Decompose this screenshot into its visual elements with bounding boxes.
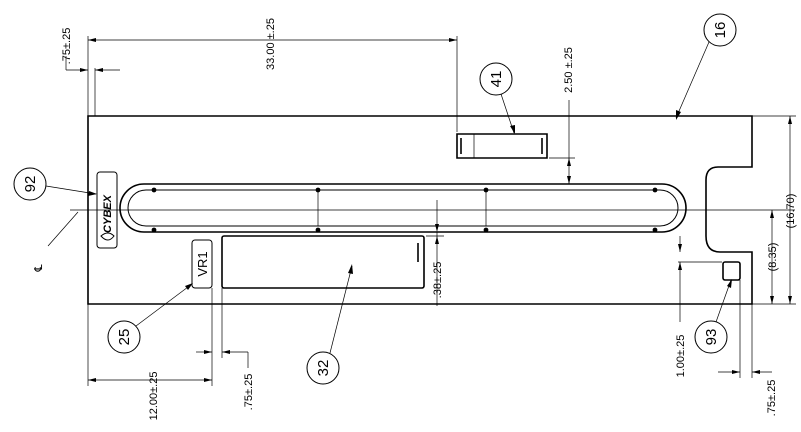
logo-text: CYBEX	[102, 194, 114, 233]
label-32	[222, 236, 424, 288]
arrowhead	[185, 283, 193, 290]
callout-leader-25	[136, 284, 192, 326]
callout-16: 16	[712, 22, 729, 39]
fastener-hole	[315, 187, 321, 193]
dim-right-edge: .75±.25	[766, 380, 778, 417]
dim-bottom-label-edge: .75±.25	[243, 374, 255, 411]
callout-25: 25	[116, 329, 133, 346]
callout-balloon-92	[14, 168, 46, 200]
arrowhead	[676, 110, 681, 120]
centerline-leader	[48, 212, 78, 246]
arrowhead	[510, 125, 515, 134]
vr1-text: VR1	[195, 251, 210, 276]
arrowhead	[435, 236, 439, 244]
arrowhead	[678, 244, 682, 252]
arrowhead	[204, 350, 212, 354]
callout-leader-32	[330, 266, 352, 353]
arrowhead	[678, 262, 682, 270]
dim-slot-offset: 2.50 ±.25	[563, 47, 575, 93]
fastener-hole	[483, 227, 489, 233]
arrowhead	[727, 279, 732, 288]
arrowhead	[788, 296, 792, 304]
dim-top-overall: 33.00 ±.25	[265, 18, 277, 70]
arrowhead	[80, 68, 88, 72]
dim-overall-height: (16.70)	[785, 194, 797, 229]
arrowhead	[348, 264, 353, 274]
fastener-hole	[652, 227, 658, 233]
callout-balloon-41	[480, 63, 512, 95]
arrowhead	[88, 191, 97, 196]
centerline-symbol: ℄	[33, 264, 45, 272]
arrowhead	[567, 176, 571, 184]
arrowhead	[88, 38, 96, 42]
callout-balloon-16	[704, 14, 736, 46]
fastener-hole	[652, 187, 658, 193]
dim-bottom-left: 12.00±.25	[148, 372, 160, 421]
callout-balloon-32	[307, 352, 339, 384]
arrowhead	[204, 378, 212, 382]
fastener-hole	[151, 227, 157, 233]
callout-92: 92	[22, 176, 39, 193]
arrowhead	[449, 38, 457, 42]
arrowhead	[788, 116, 792, 124]
callout-leader-93	[716, 280, 731, 322]
callout-32: 32	[315, 360, 332, 377]
vr1-plate	[192, 240, 212, 288]
arrowhead	[770, 296, 774, 304]
arrowhead	[95, 68, 103, 72]
logo-swoosh	[101, 233, 114, 240]
callout-leader-16	[676, 42, 709, 118]
callout-41: 41	[488, 71, 505, 88]
slot-outer	[120, 184, 686, 232]
fastener-hole	[483, 187, 489, 193]
fastener-hole	[151, 187, 157, 193]
label-41	[457, 134, 547, 158]
arrowhead	[770, 210, 774, 218]
fastener-hole	[315, 227, 321, 233]
callout-leader-92	[46, 186, 96, 194]
dim-half-height: (8.35)	[767, 243, 779, 272]
callout-balloon-93	[695, 321, 727, 353]
slot-inner	[128, 190, 678, 226]
arrowhead	[222, 350, 230, 354]
logo-plate	[97, 172, 117, 248]
part-outline	[88, 116, 752, 304]
arrowhead	[88, 378, 96, 382]
dim-notch-depth: 1.00±.25	[675, 335, 687, 378]
dim-top-left-edge: .75±.25	[61, 28, 73, 65]
callout-balloon-25	[108, 321, 140, 353]
pad-93	[723, 262, 740, 280]
arrowhead	[567, 158, 571, 166]
arrowhead	[752, 370, 760, 374]
callout-93: 93	[703, 329, 720, 346]
arrowhead	[435, 224, 439, 232]
arrowhead	[732, 370, 740, 374]
dim-label-gap: .38±.25	[432, 262, 444, 299]
